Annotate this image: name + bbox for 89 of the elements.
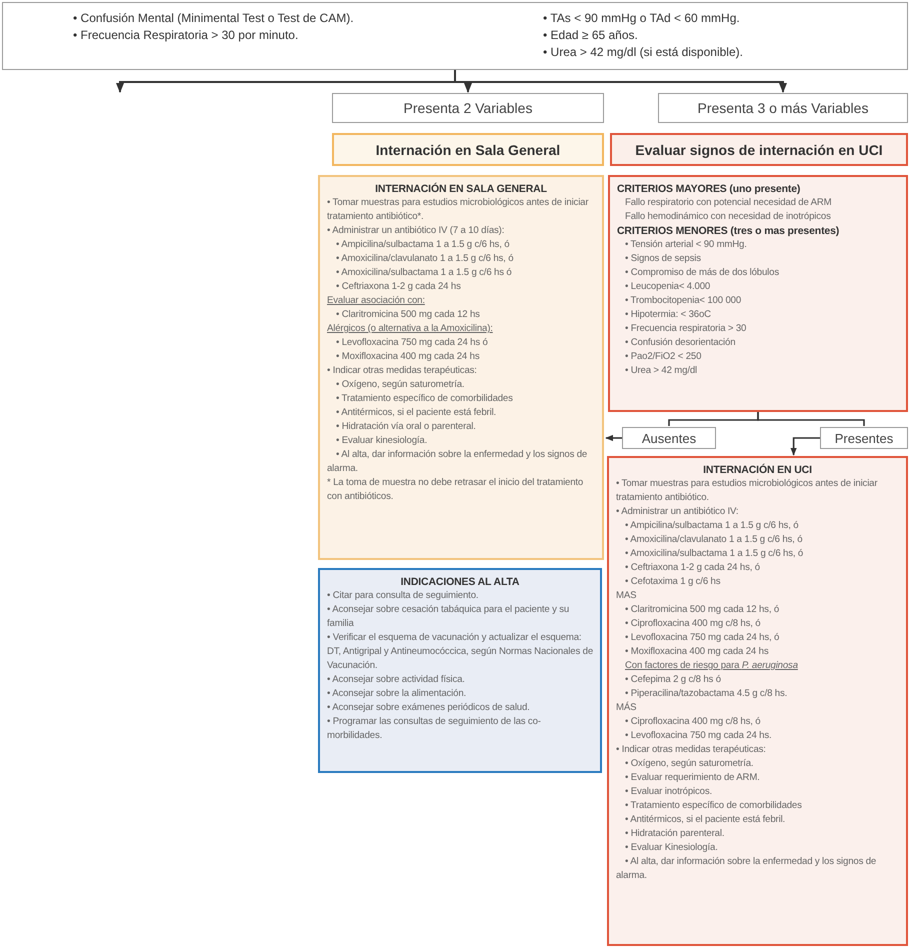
list-line: • Pao2/FiO2 < 250 — [624, 350, 702, 364]
list-line: MAS — [616, 589, 638, 603]
list-line: • Aconsejar sobre la alimentación. — [327, 687, 468, 701]
list-line: • Verificar el esquema de vacunación y actualizar el esquema: DT, Antigripal y Antineumocóccica, según Normas Nacionales de Vacunación. — [327, 631, 593, 673]
list-line: • Tratamiento específico de comorbilidades — [335, 392, 514, 406]
list-line: • Levofloxacina 750 mg cada 24 hs, ó — [624, 631, 780, 645]
list-line: • Ceftriaxona 1-2 g cada 24 hs, ó — [624, 561, 761, 575]
section-heading: CRITERIOS MENORES (tres o mas presentes) — [617, 224, 840, 238]
list-line: • Aconsejar sobre actividad física. — [327, 673, 466, 687]
list-line: • Hidratación parenteral. — [624, 827, 726, 841]
criteria-box — [2, 2, 908, 70]
list-line: • Moxifloxacina 400 mg cada 24 hs — [624, 645, 770, 659]
list-line: • Amoxicilina/clavulanato 1 a 1.5 g c/6 hs, ó — [624, 533, 804, 547]
list-line: • Piperacilina/tazobactama 4.5 g c/8 hs. — [624, 687, 788, 701]
discharge-panel — [318, 568, 602, 773]
list-line: • Cefotaxima 1 g c/6 hs — [624, 575, 722, 589]
list-line: • Antitérmicos, si el paciente está febril. — [624, 813, 786, 827]
subheading: Con factores de riesgo para P. aeruginosa — [624, 659, 799, 673]
list-line: • Al alta, dar información sobre la enfermedad y los signos de alarma. — [327, 448, 588, 476]
list-line: • Amoxicilina/sulbactama 1 a 1.5 g c/6 hs ó — [335, 266, 513, 280]
list-line: • Citar para consulta de seguimiento. — [327, 589, 480, 603]
panel-heading: INTERNACIÓN EN SALA GENERAL — [374, 182, 548, 196]
arrow — [790, 437, 820, 456]
list-line: • Compromiso de más de dos lóbulos — [624, 266, 780, 280]
list-line: • Ciprofloxacina 400 mg c/8 hs, ó — [624, 715, 762, 729]
connector-line — [757, 412, 865, 426]
list-line: • Levofloxacina 750 mg cada 24 hs ó — [335, 336, 489, 350]
list-line: • Frecuencia respiratoria > 30 — [624, 322, 748, 336]
criterion-text: • Edad ≥ 65 años. — [543, 27, 639, 44]
criterion-text: • Confusión Mental (Minimental Test o Test de CAM). — [73, 10, 354, 27]
list-line: • Hipotermia: < 36oC — [624, 308, 712, 322]
list-line: • Claritromicina 500 mg cada 12 hs — [335, 308, 481, 322]
list-line: • Oxígeno, según saturometría. — [624, 757, 754, 771]
list-line: • Amoxicilina/sulbactama 1 a 1.5 g c/6 hs, ó — [624, 547, 804, 561]
list-line: • Evaluar requerimiento de ARM. — [624, 771, 761, 785]
list-line: • Oxígeno, según saturometría. — [335, 378, 466, 392]
list-line: • Indicar otras medidas terapéuticas: — [327, 364, 478, 378]
decision-box: Evaluar signos de internación en UCI — [610, 133, 908, 166]
list-line: • Hidratación vía oral o parenteral. — [335, 420, 477, 434]
list-line: MÁS — [616, 701, 638, 715]
list-line: • Tomar muestras para estudios microbiológicos antes de iniciar tratamiento antibiótico. — [616, 477, 878, 505]
list-line: • Ciprofloxacina 400 mg c/8 hs, ó — [624, 617, 762, 631]
list-line: • Administrar un antibiótico IV (7 a 10 días): — [327, 224, 506, 238]
list-line: • Evaluar inotrópicos. — [624, 785, 713, 799]
treatment-panel — [607, 456, 908, 946]
criteria-panel — [608, 175, 908, 412]
list-line: * La toma de muestra no debe retrasar el inicio del tratamiento con antibióticos. — [327, 476, 584, 504]
list-line: • Antitérmicos, si el paciente está febril. — [335, 406, 498, 420]
list-line: • Aconsejar sobre cesación tabáquica para el paciente y su familia — [327, 603, 570, 631]
panel-heading: INDICACIONES AL ALTA — [400, 575, 520, 589]
list-line: • Evaluar kinesiología. — [335, 434, 428, 448]
list-line: • Al alta, dar información sobre la enfermedad y los signos de alarma. — [616, 855, 878, 883]
criterion-text: • TAs < 90 mmHg o TAd < 60 mmHg. — [543, 10, 741, 27]
panel-heading: INTERNACIÓN EN UCI — [702, 463, 813, 477]
list-line: • Indicar otras medidas terapéuticas: — [616, 743, 767, 757]
criterion-text: • Frecuencia Respiratoria > 30 por minuto. — [73, 27, 300, 44]
list-line: • Tomar muestras para estudios microbiológicos antes de iniciar tratamiento antibiótico*. — [327, 196, 590, 224]
list-line: • Cefepima 2 g c/8 hs ó — [624, 673, 722, 687]
section-heading: CRITERIOS MAYORES (uno presente) — [617, 182, 802, 196]
list-line: • Ceftriaxona 1-2 g cada 24 hs — [335, 280, 462, 294]
list-line: Fallo respiratorio con potencial necesidad de ARM — [624, 196, 832, 210]
list-line: Fallo hemodinámico con necesidad de inotrópicos — [624, 210, 832, 224]
list-line: • Signos de sepsis — [624, 252, 702, 266]
list-line: • Claritromicina 500 mg cada 12 hs, ó — [624, 603, 780, 617]
decision-box: Internación en Sala General — [332, 133, 604, 166]
subheading: Evaluar asociación con: — [327, 294, 426, 308]
list-line: • Amoxicilina/clavulanato 1 a 1.5 g c/6 hs, ó — [335, 252, 514, 266]
outcome-box: Presenta 3 o más Variables — [658, 93, 908, 123]
list-line: • Levofloxacina 750 mg cada 24 hs. — [624, 729, 773, 743]
list-line: • Moxifloxacina 400 mg cada 24 hs — [335, 350, 480, 364]
list-line: • Programar las consultas de seguimiento de las co-morbilidades. — [327, 715, 542, 743]
list-line: • Evaluar Kinesiología. — [624, 841, 719, 855]
list-line: • Leucopenia< 4.000 — [624, 280, 712, 294]
list-line: • Tensión arterial < 90 mmHg. — [624, 238, 748, 252]
outcome-box: Presentes — [820, 427, 908, 449]
outcome-box: Ausentes — [622, 427, 716, 449]
list-line: • Trombocitopenia< 100 000 — [624, 294, 742, 308]
list-line: • Administrar un antibiótico IV: — [616, 505, 740, 519]
list-line: • Confusión desorientación — [624, 336, 736, 350]
list-line: • Ampicilina/sulbactama 1 a 1.5 g c/6 hs, ó — [335, 238, 510, 252]
subheading: Alérgicos (o alternativa a la Amoxicilina): — [327, 322, 494, 336]
treatment-panel — [318, 175, 604, 560]
list-line: • Urea > 42 mg/dl — [624, 364, 698, 378]
list-line: • Tratamiento específico de comorbilidades — [624, 799, 803, 813]
list-line: • Ampicilina/sulbactama 1 a 1.5 g c/6 hs, ó — [624, 519, 800, 533]
list-line: • Aconsejar sobre exámenes periódicos de salud. — [327, 701, 531, 715]
criterion-text: • Urea > 42 mg/dl (si está disponible). — [543, 44, 743, 61]
outcome-box: Presenta 2 Variables — [332, 93, 604, 123]
arrow — [605, 434, 622, 442]
